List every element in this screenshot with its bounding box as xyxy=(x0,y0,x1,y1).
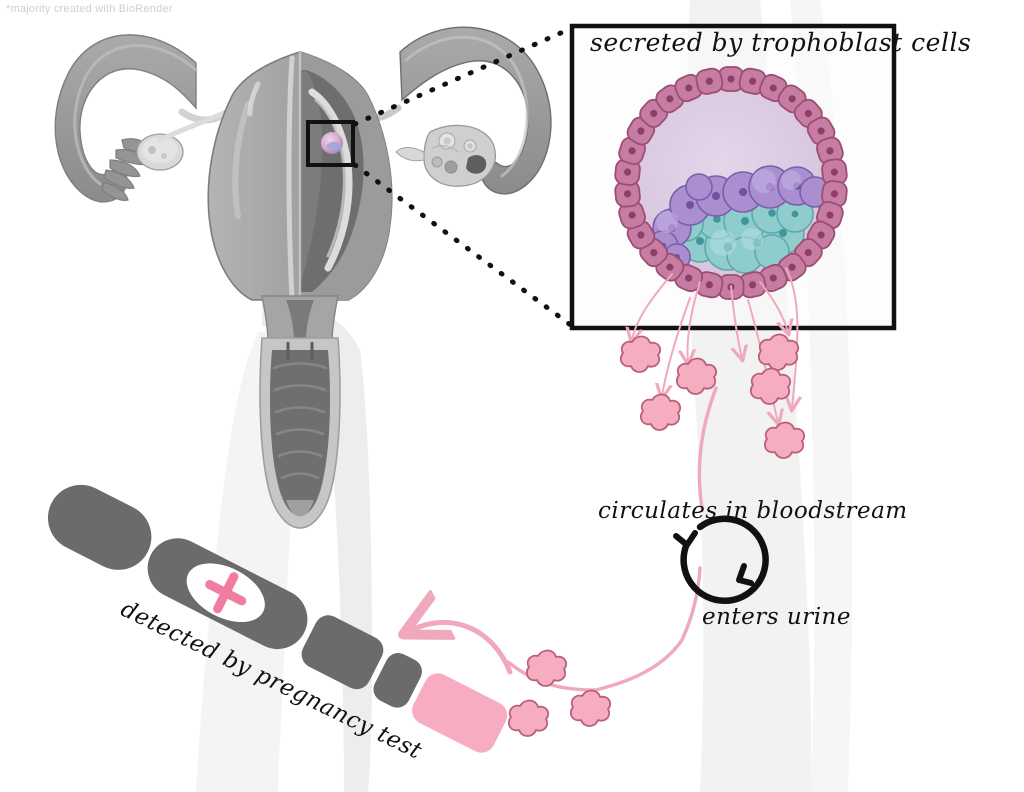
blastocyst xyxy=(614,66,848,300)
test-midsection xyxy=(301,615,384,690)
label-circulates-in-bloodstream: circulates in bloodstream xyxy=(598,498,908,524)
pregnancy-test xyxy=(47,484,508,753)
arrow-to-test xyxy=(412,622,513,675)
vaginal-canal xyxy=(259,337,341,529)
implantation-highlight-box xyxy=(306,120,355,167)
label-secreted-by-trophoblast-cells: secreted by trophoblast cells xyxy=(590,28,972,57)
teal-cell-highlights xyxy=(710,228,763,256)
ovary-left xyxy=(136,133,184,171)
circulation-loop-arrow xyxy=(673,515,769,605)
ovary-right xyxy=(395,124,496,187)
test-cap xyxy=(47,484,152,570)
bloodstream-path xyxy=(506,386,718,692)
test-absorbent-tip xyxy=(412,673,508,753)
uterus xyxy=(207,51,393,301)
biorender-credit: *majority created with BioRender xyxy=(6,3,173,15)
hcg-molecules-upper xyxy=(619,333,806,459)
test-connector xyxy=(373,653,422,708)
zoom-connector-lines xyxy=(352,25,575,329)
hcg-secretion-arrows xyxy=(632,267,797,422)
hcg-molecules-lower xyxy=(507,649,612,737)
cervix xyxy=(261,295,339,343)
trophoblast-nuclei xyxy=(623,75,839,291)
label-enters-urine: enters urine xyxy=(702,604,851,630)
reproductive-anatomy xyxy=(54,26,552,529)
purple-cell-highlights xyxy=(656,169,801,233)
test-plus-icon xyxy=(205,572,247,614)
